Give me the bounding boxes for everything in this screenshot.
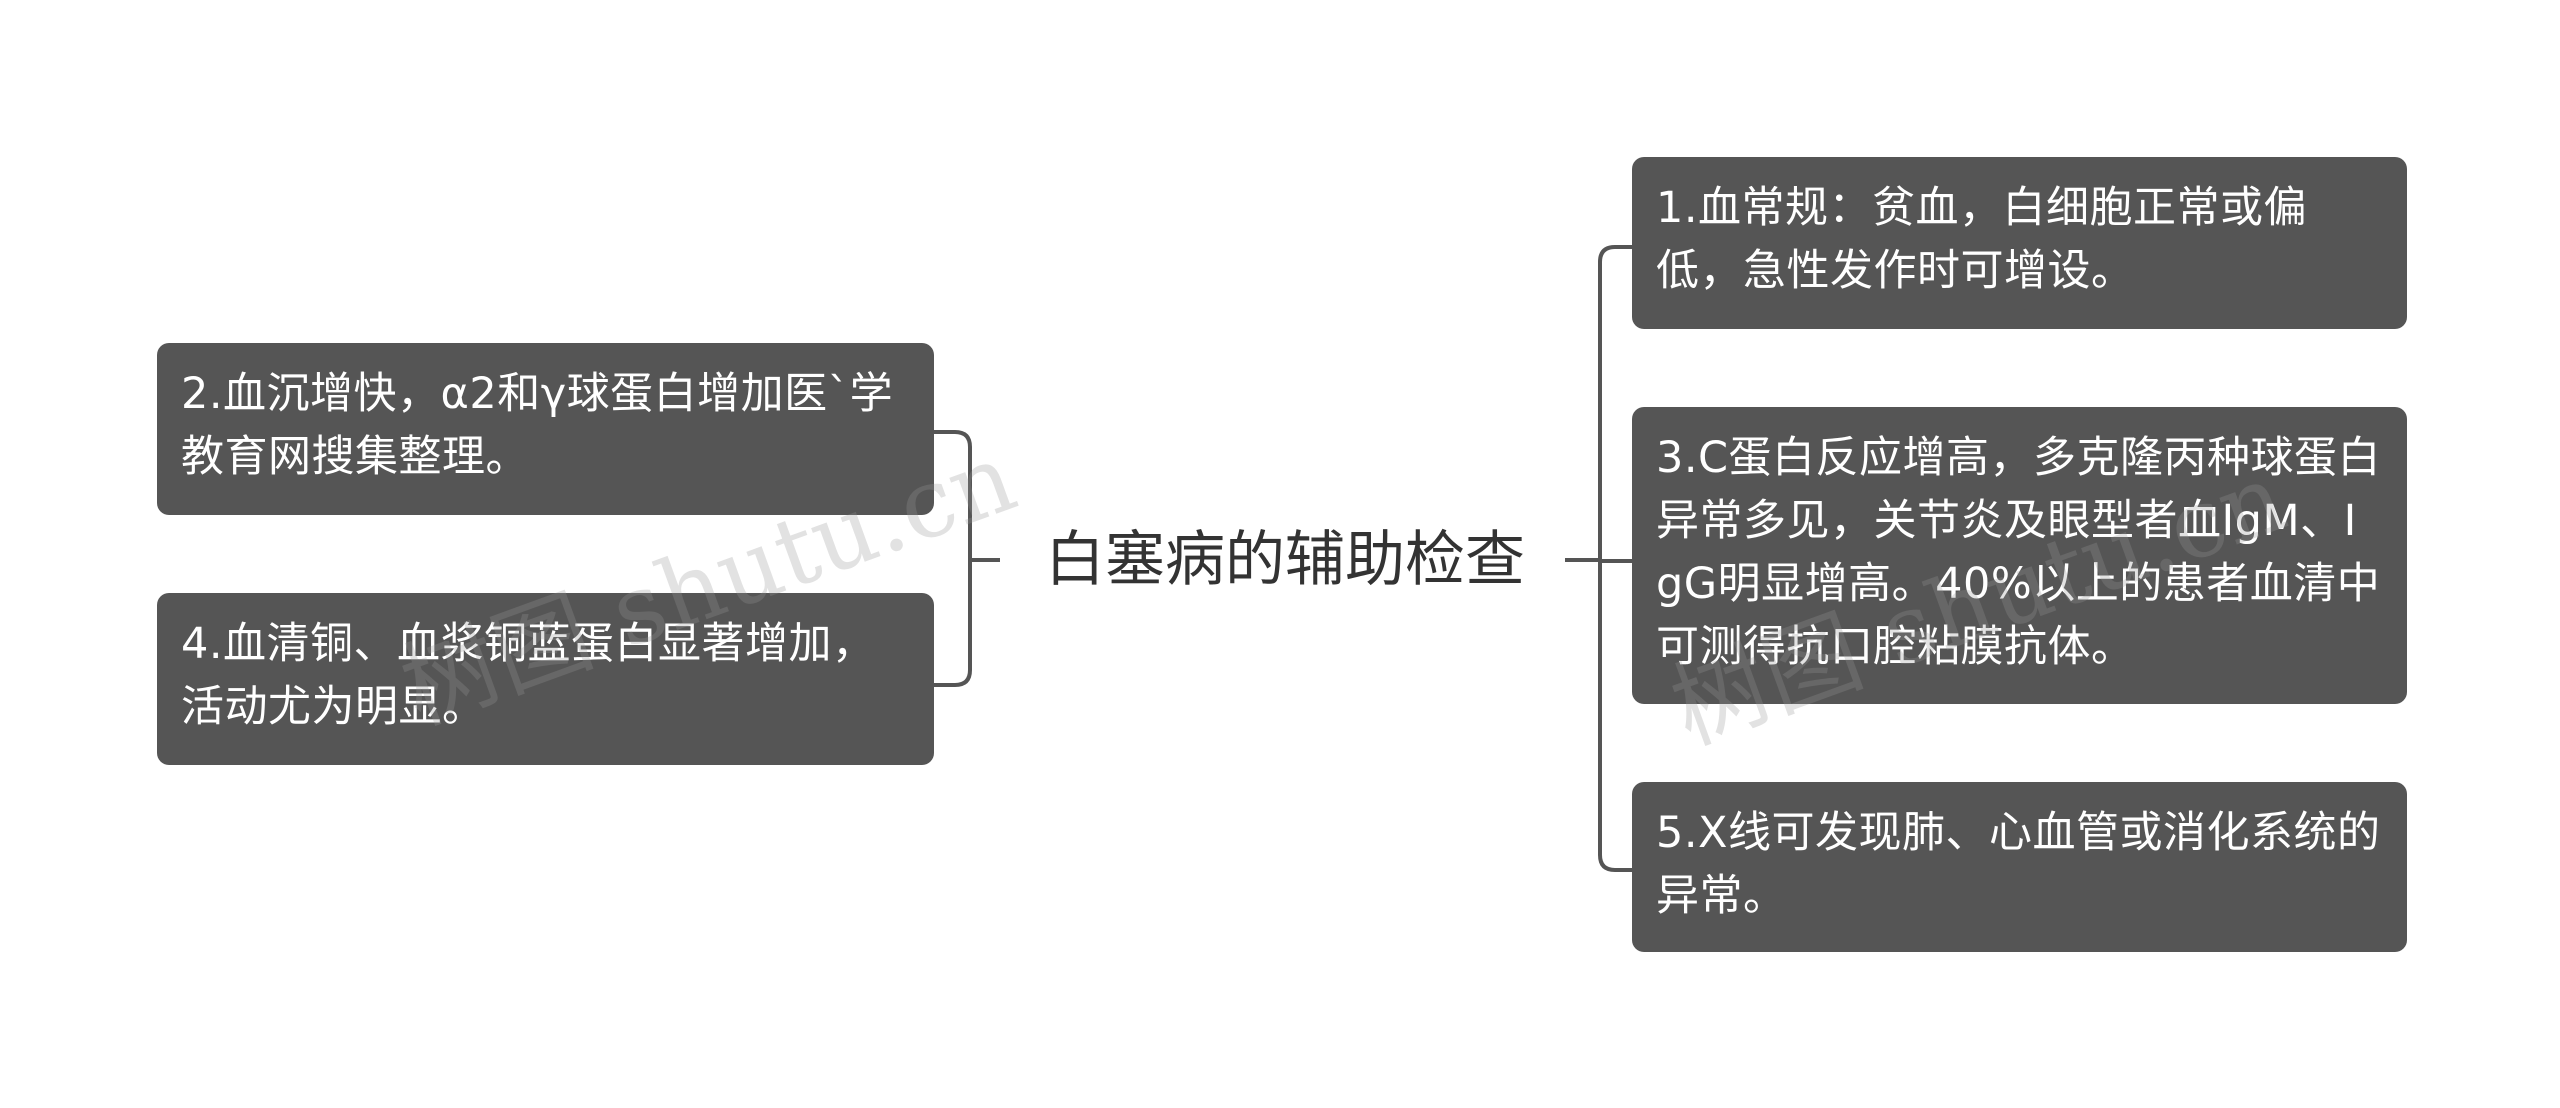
root-topic[interactable]: 白塞病的辅助检查 [1045,525,1525,595]
node-1-blood-routine[interactable]: 1.血常规：贫血，白细胞正常或偏低，急性发作时可增设。 [1632,157,2407,329]
node-3-c-reactive-protein[interactable]: 3.C蛋白反应增高，多克隆丙种球蛋白异常多见，关节炎及眼型者血IgM、IgG明显… [1632,407,2407,704]
connector-left-bracket [930,430,972,687]
node-5-xray[interactable]: 5.X线可发现肺、心血管或消化系统的异常。 [1632,782,2407,952]
node-2-esr[interactable]: 2.血沉增快，α2和γ球蛋白增加医`学教育网搜集整理。 [157,343,934,515]
node-4-serum-copper[interactable]: 4.血清铜、血浆铜蓝蛋白显著增加，活动尤为明显。 [157,593,934,765]
connector-right-bracket [1598,245,1635,872]
